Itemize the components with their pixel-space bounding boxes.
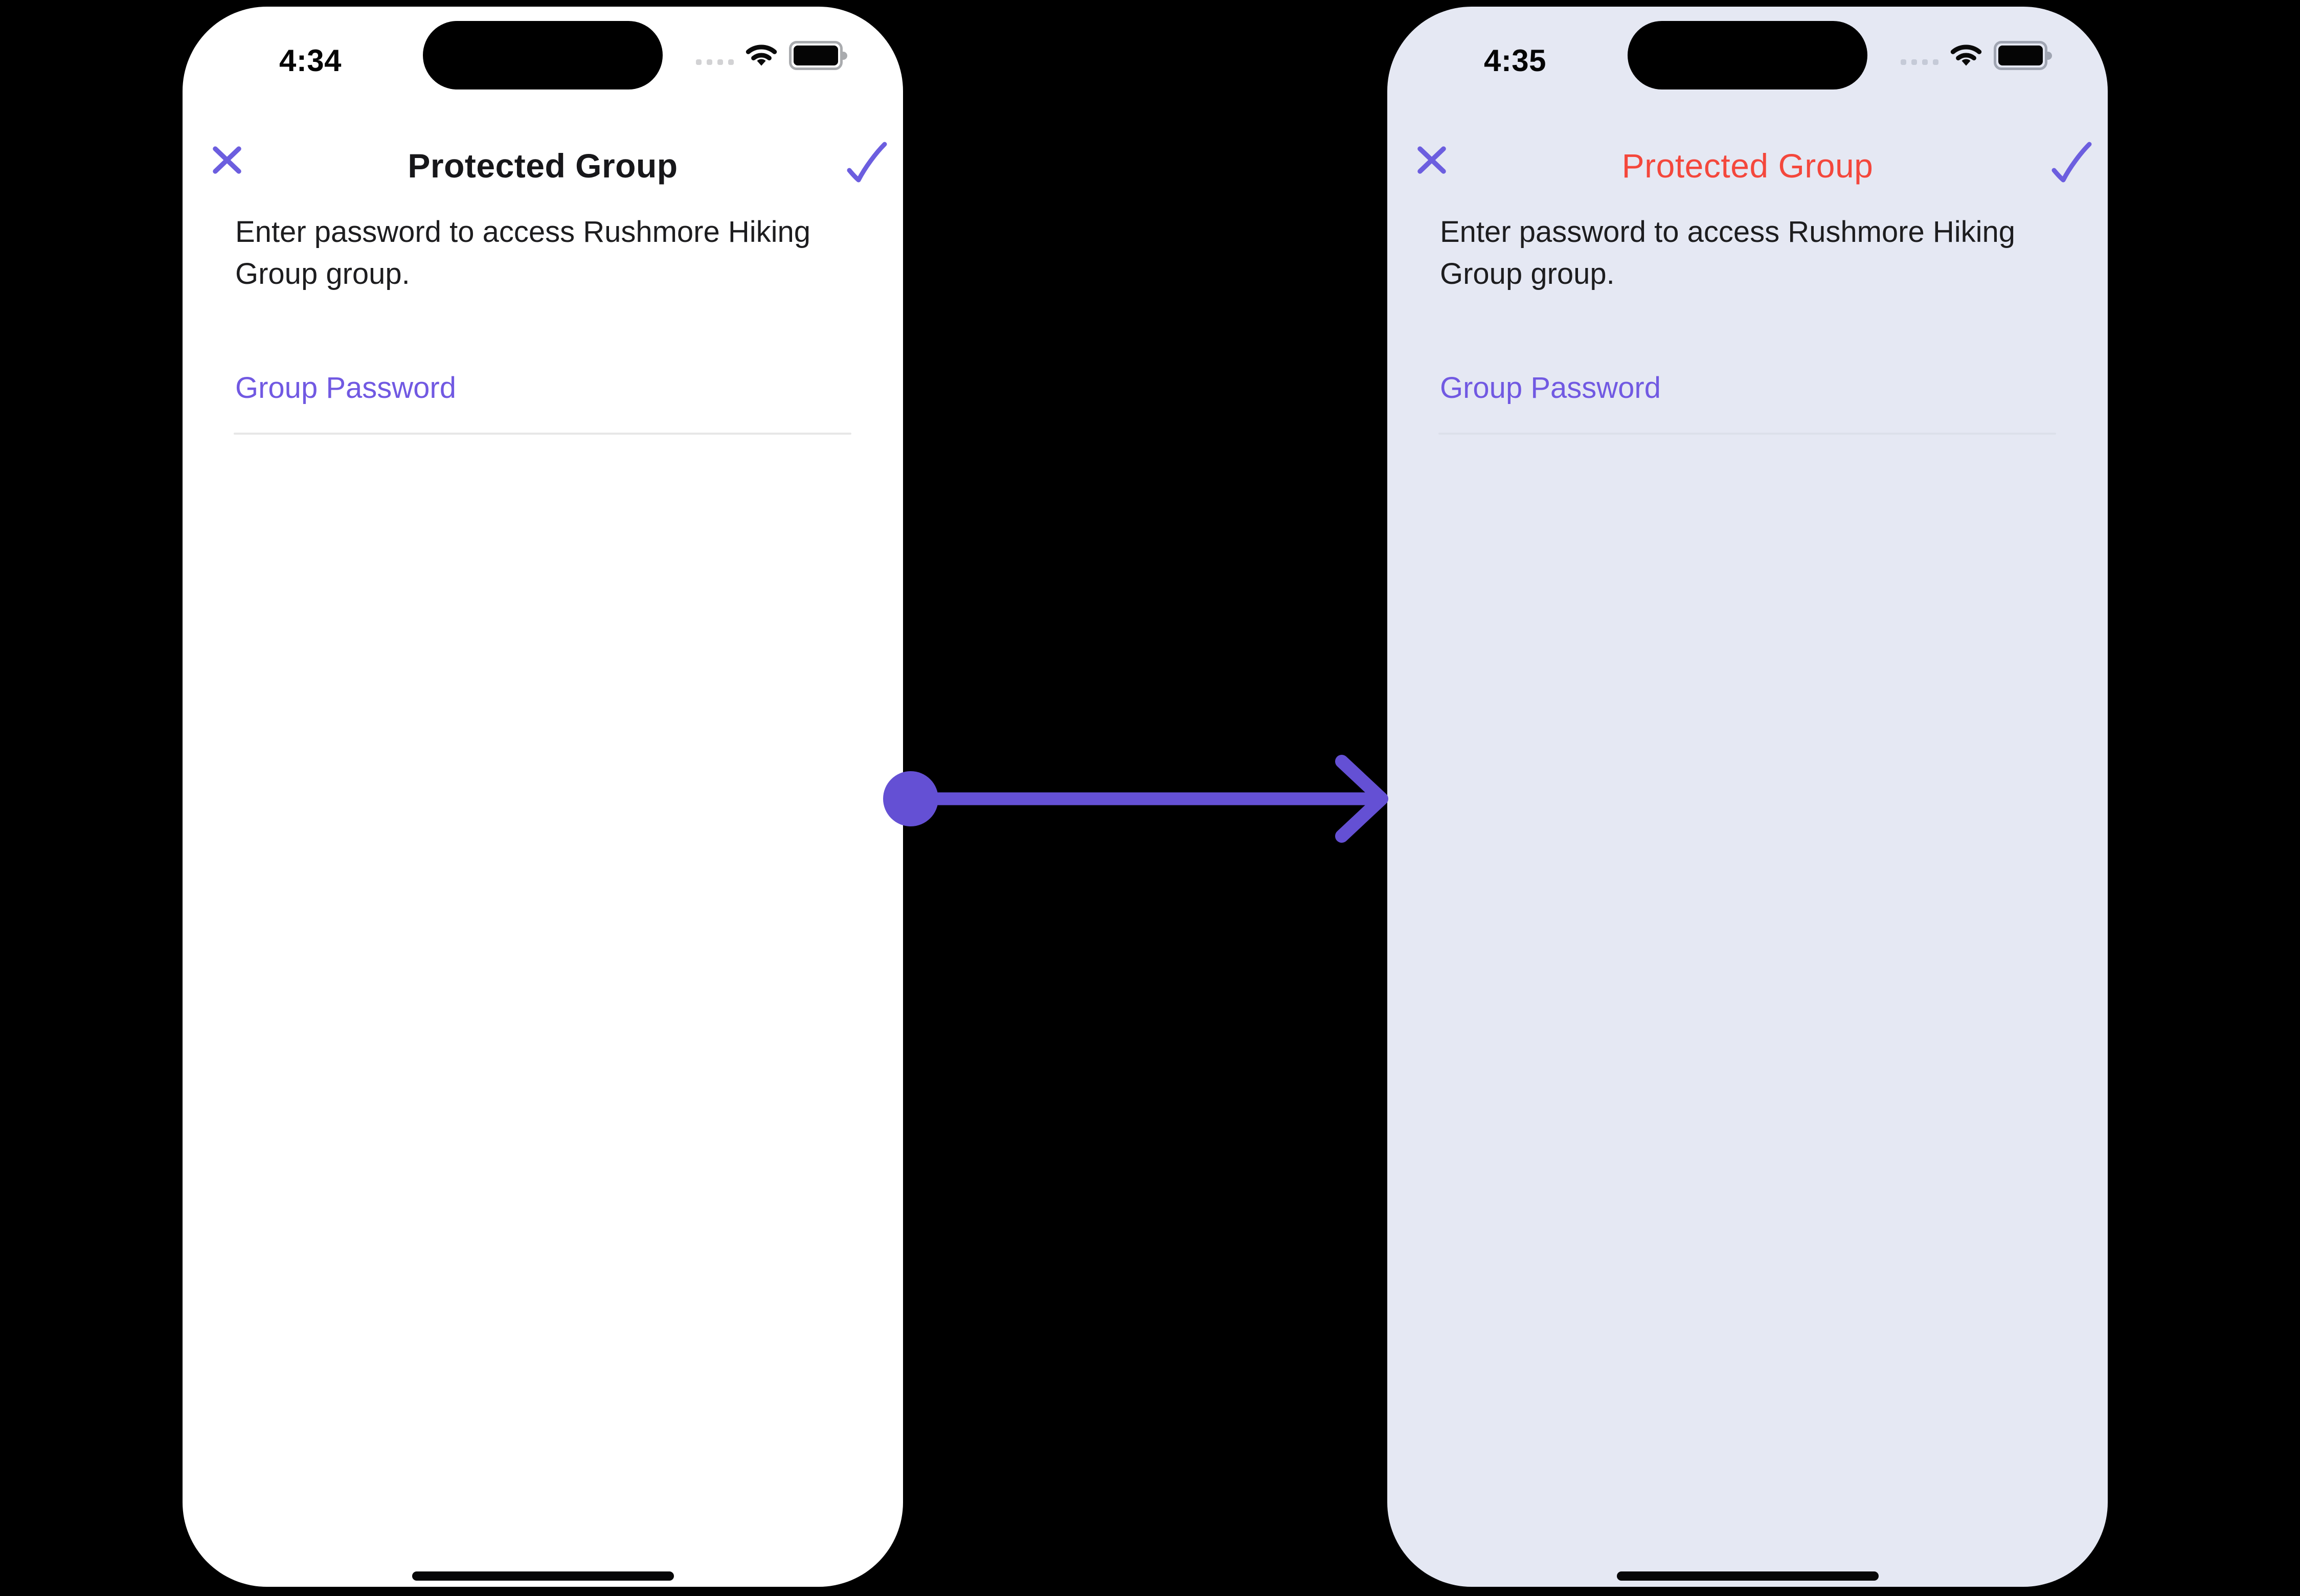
wifi-icon [1950, 44, 1982, 66]
wifi-icon [746, 44, 777, 66]
cellular-signal-icon [696, 59, 734, 65]
group-password-input[interactable] [1438, 433, 2056, 435]
transition-arrow-icon [883, 755, 1388, 843]
group-password-input[interactable] [234, 433, 851, 435]
battery-icon [1994, 41, 2052, 70]
status-time: 4:34 [279, 43, 342, 78]
cellular-signal-icon [1901, 59, 1938, 65]
phone-before: 4:34 Protected Group Enter password to a… [183, 7, 903, 1587]
page-title: Protected Group [1621, 147, 1874, 185]
home-indicator[interactable] [412, 1571, 674, 1581]
confirm-check-icon[interactable] [2050, 140, 2093, 185]
page-title: Protected Group [408, 147, 678, 185]
description-text: Enter password to access Rushmore Hiking… [235, 215, 811, 290]
home-indicator[interactable] [1616, 1571, 1879, 1581]
confirm-check-icon[interactable] [845, 140, 888, 185]
dynamic-island [1628, 21, 1867, 89]
group-password-label: Group Password [235, 371, 456, 404]
status-icons [696, 41, 850, 70]
status-icons [1901, 41, 2055, 70]
close-icon[interactable] [212, 146, 242, 174]
phone-after: 4:35 Protected Group Enter password to a… [1387, 7, 2108, 1587]
dynamic-island [423, 21, 663, 89]
status-time: 4:35 [1483, 43, 1547, 78]
close-icon[interactable] [1417, 146, 1447, 174]
battery-icon [789, 41, 847, 70]
group-password-label: Group Password [1440, 371, 1661, 404]
description-text: Enter password to access Rushmore Hiking… [1440, 215, 2016, 290]
